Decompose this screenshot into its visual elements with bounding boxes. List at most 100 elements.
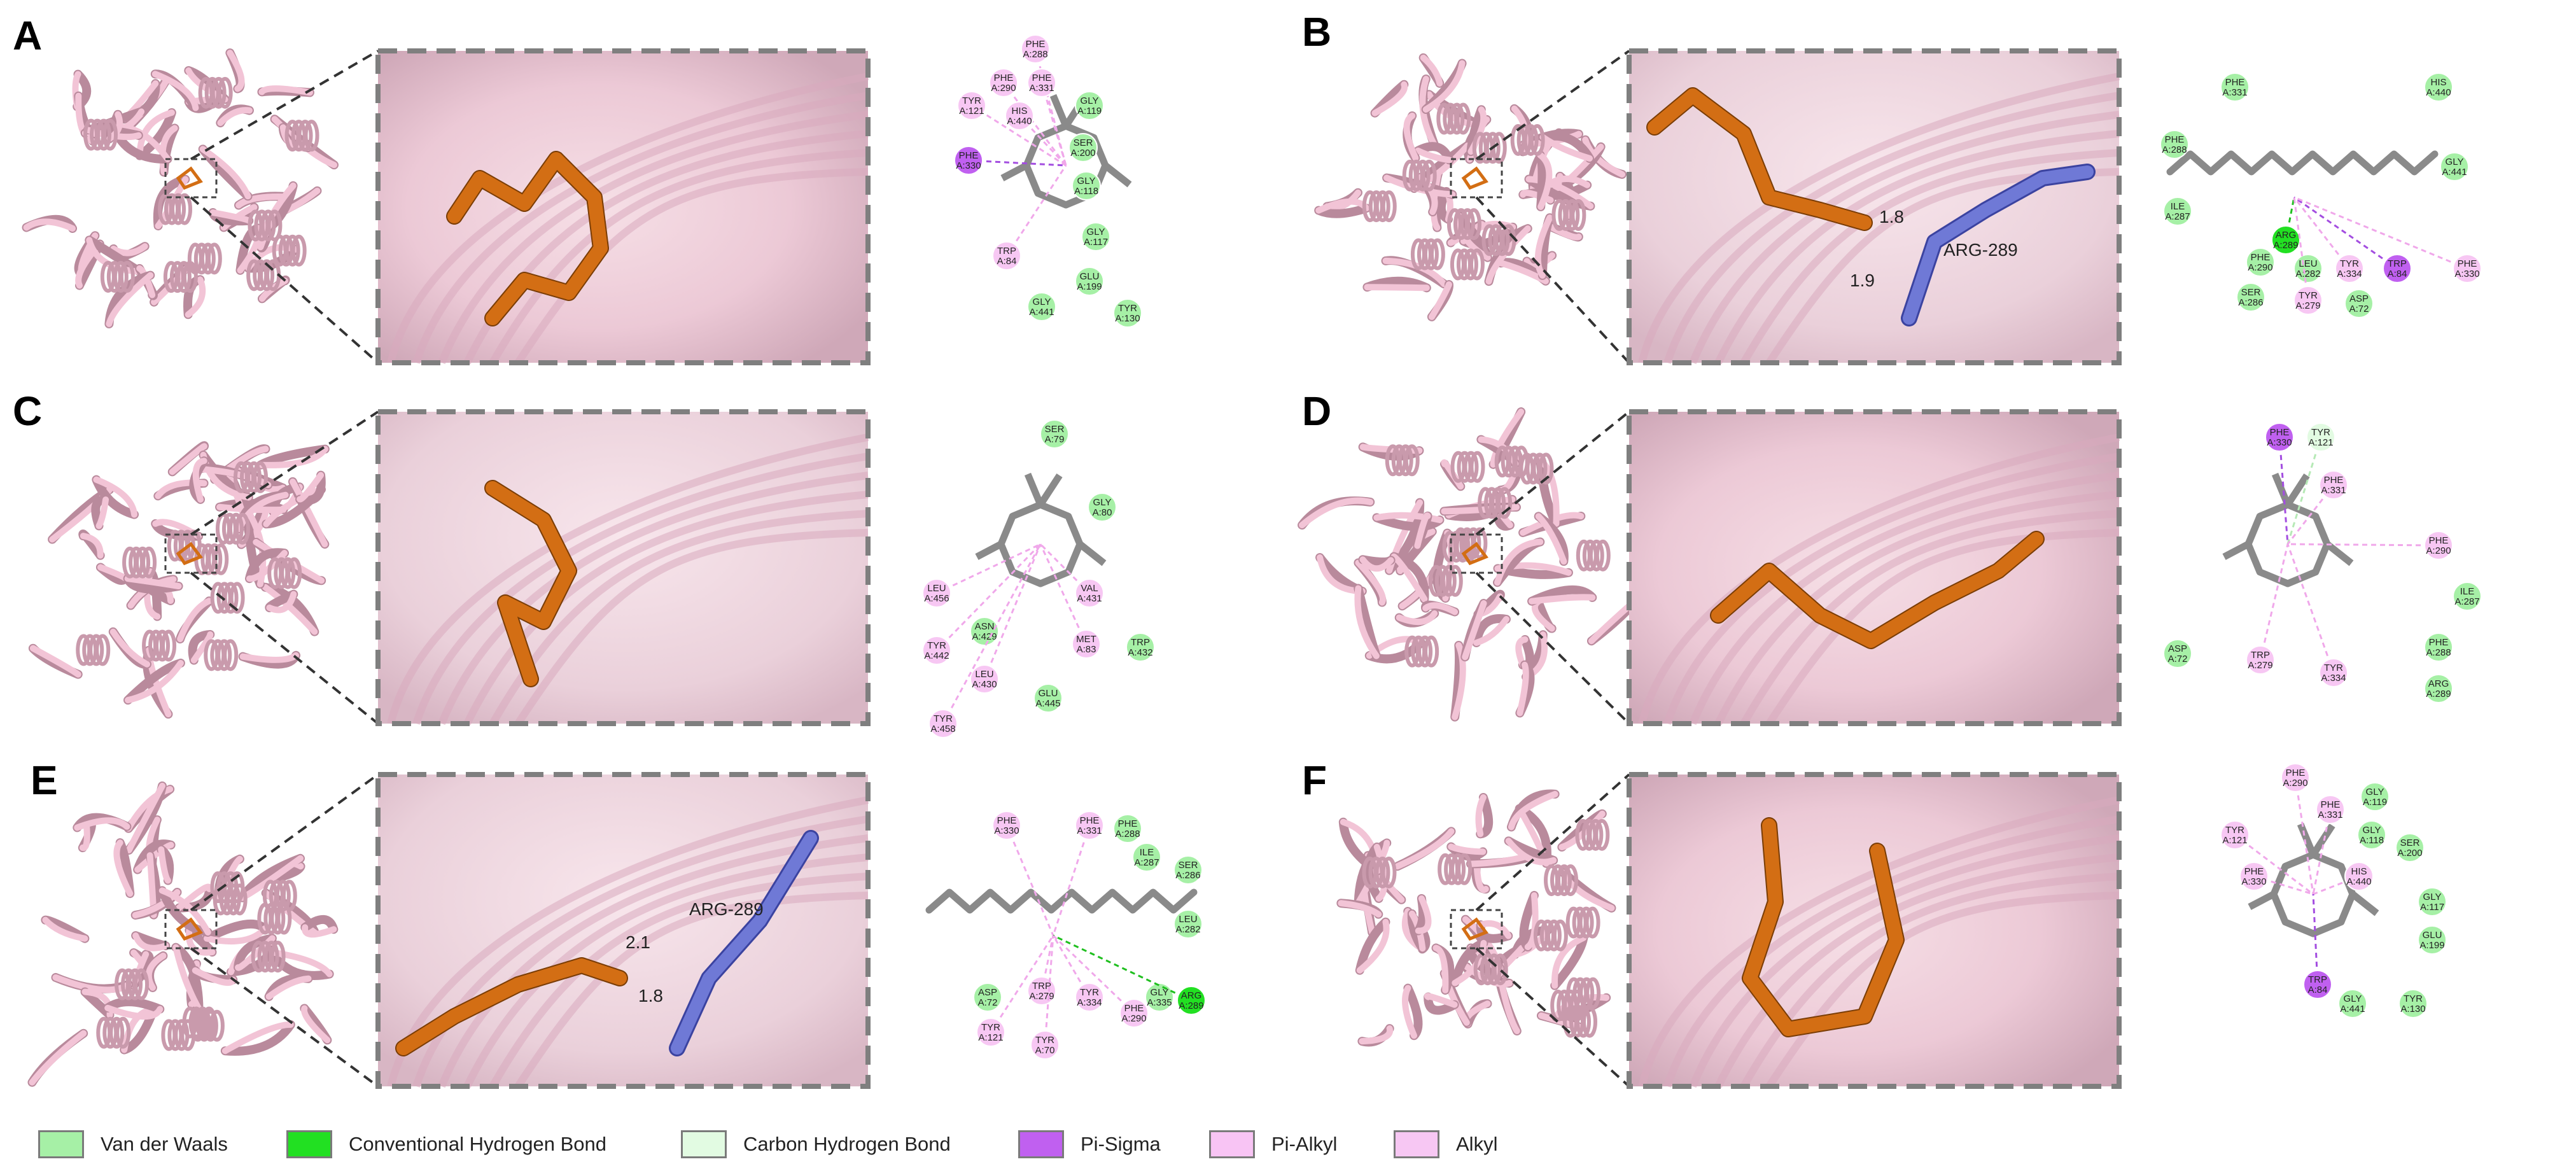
residue-name: PHE (2165, 134, 2185, 145)
residue-id: A:289 (1179, 1000, 1203, 1011)
residue-id: A:130 (1115, 313, 1140, 324)
residue-id: A:84 (997, 256, 1017, 267)
residue-name: PHE (2251, 252, 2271, 263)
residue-id: A:334 (2337, 269, 2362, 279)
residue-id: A:119 (1077, 106, 1102, 116)
residue-id: A:70 (1035, 1045, 1055, 1056)
residue-name: ILE (1140, 847, 1154, 858)
legend-item-pialkyl: Pi-Alkyl (1209, 1125, 1337, 1163)
residue-id: A:72 (978, 997, 998, 1008)
legend-label: Pi-Sigma (1081, 1133, 1161, 1155)
residue-name: TYR (2340, 258, 2359, 269)
residue-name: GLY (1077, 176, 1096, 186)
residue-name: TYR (1035, 1035, 1054, 1046)
residue-name: PHE (1080, 815, 1100, 826)
residue-name: TYR (2299, 290, 2318, 301)
residue-name: ILE (2171, 201, 2185, 212)
interaction-line (2312, 809, 2332, 895)
residue-id: A:83 (1077, 644, 1096, 655)
residue-id: A:441 (1029, 307, 1054, 318)
residue-name: ARG (1181, 990, 1202, 1001)
residue-name: SER (2241, 287, 2261, 298)
residue-id: A:282 (1175, 924, 1200, 935)
residue-name: LEU (975, 669, 993, 680)
binding-site-inset (375, 409, 871, 726)
residue-name: GLY (2423, 892, 2442, 902)
distance-b-1: 1.8 (1879, 207, 1904, 227)
interaction-line (935, 543, 1042, 652)
residue-id: A:440 (2346, 876, 2371, 887)
ligand-stick (447, 152, 608, 325)
distance-e-1: 2.1 (626, 932, 650, 952)
residue-name: ARG (2428, 678, 2449, 689)
residue-id: A:431 (1077, 593, 1102, 604)
residue-id: A:458 (930, 724, 955, 734)
legend-label: Conventional Hydrogen Bond (349, 1133, 606, 1155)
residue-id: A:130 (2400, 1004, 2425, 1014)
ligand-stick (1711, 532, 2043, 648)
residue-id: A:117 (2420, 902, 2444, 913)
residue-name: TRP (2388, 258, 2407, 269)
residue-id: A:331 (1029, 83, 1054, 94)
interaction-line (2286, 543, 2335, 673)
residue-id: A:121 (959, 106, 984, 116)
ligand-2d-skeleton (2166, 150, 2439, 176)
residue-id: A:200 (2397, 848, 2422, 859)
residue-id: A:72 (2349, 304, 2369, 314)
residue-name: PHE (2429, 637, 2449, 648)
legend-swatch (1018, 1130, 1064, 1158)
residue-name: HIS (1011, 106, 1027, 116)
residue-id: A:121 (2222, 835, 2247, 846)
interaction-line (942, 543, 1042, 724)
residue-name: TYR (981, 1022, 1000, 1033)
panel-f: PHEA:290GLYA:119PHEA:331TYRA:121GLYA:118… (1336, 763, 2447, 1089)
residue-name: SER (1179, 860, 1198, 871)
residue-name: PHE (2244, 866, 2264, 877)
legend-item-alkyl: Alkyl (1394, 1125, 1497, 1163)
arg-289-residue (1903, 165, 2094, 325)
residue-id: A:330 (2267, 437, 2292, 448)
residue-name: PHE (994, 73, 1014, 83)
residue-name: ILE (2460, 586, 2475, 597)
residue-name: TRP (997, 246, 1016, 256)
panel-b: PHEA:331HISA:440PHEA:288GLYA:441ILEA:287… (1314, 48, 2482, 365)
residue-name: GLY (1093, 497, 1112, 508)
residue-name: SER (2400, 838, 2420, 848)
interaction-line (1052, 934, 1135, 1014)
residue-name: SER (1045, 424, 1065, 435)
interaction-line (2294, 777, 2314, 895)
residue-id: A:72 (2168, 654, 2188, 664)
panel-label-b: B (1302, 9, 1331, 55)
residue-id: A:121 (978, 1032, 1003, 1043)
residue-name: ASP (978, 987, 997, 998)
panel-label-c: C (13, 388, 42, 434)
residue-name: PHE (2321, 799, 2341, 810)
interaction-line (2278, 437, 2289, 545)
residue-name: LEU (927, 583, 946, 594)
ligand-stick (486, 481, 576, 686)
residue-id: A:440 (1007, 116, 1032, 127)
residue-name: ASN (975, 621, 995, 632)
